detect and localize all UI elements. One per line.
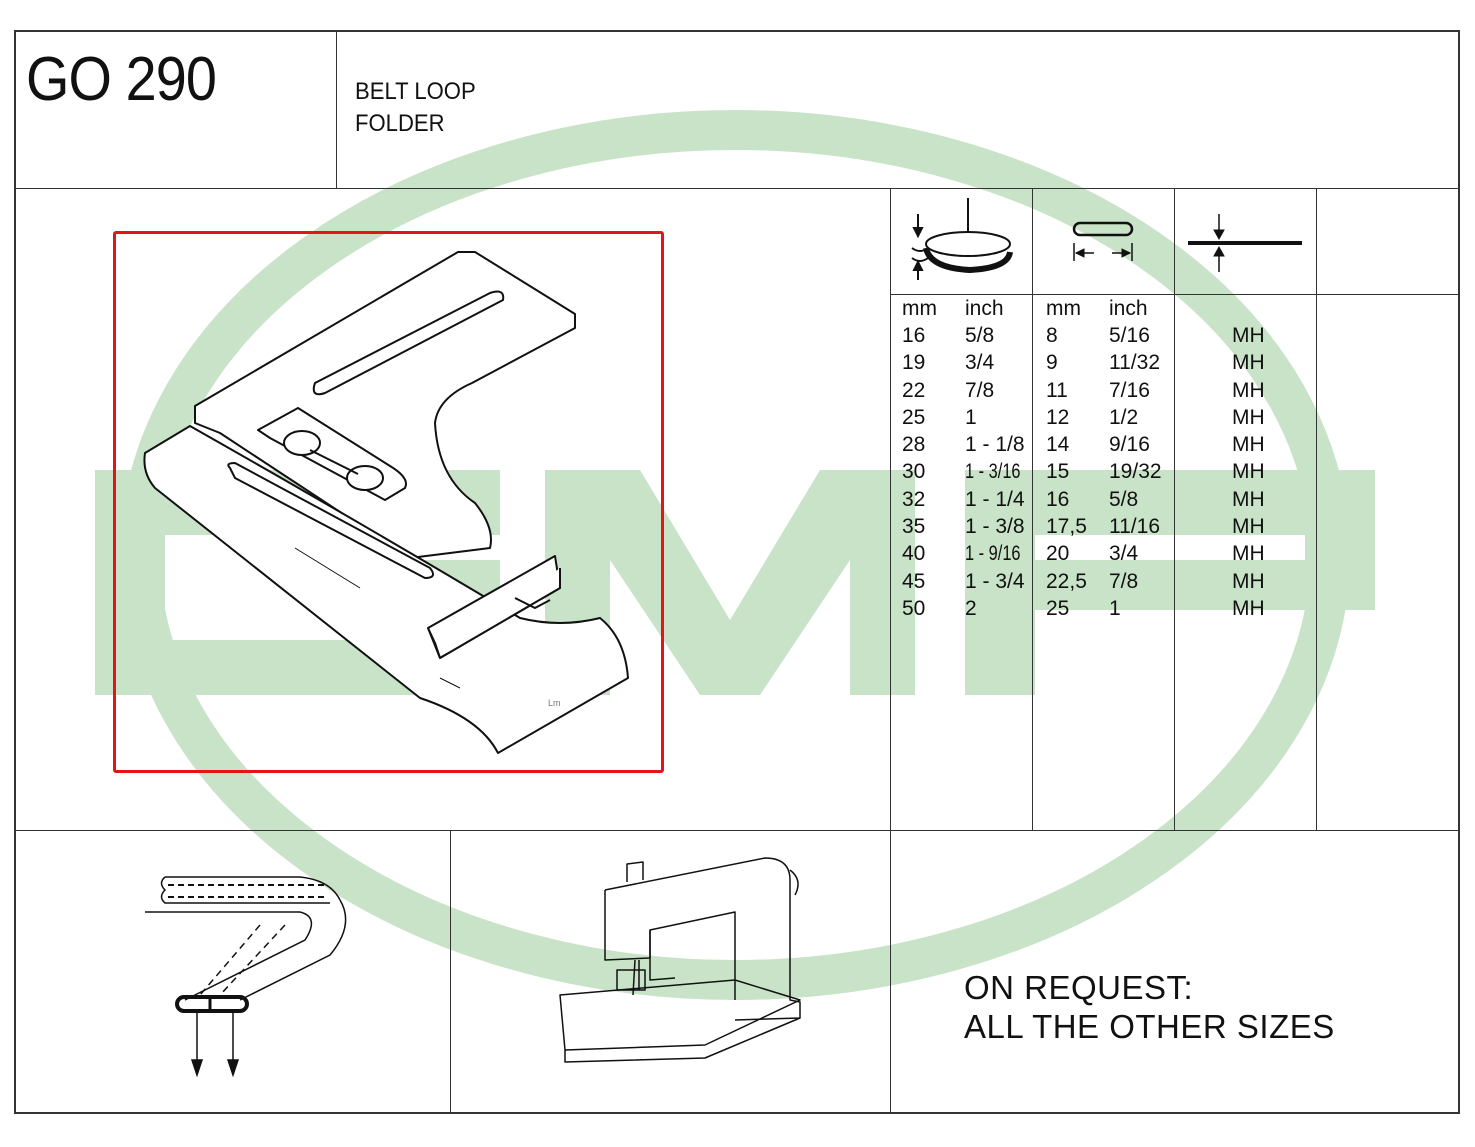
- table-cell: 9: [1046, 351, 1058, 375]
- table-cell: 5/8: [1109, 487, 1139, 511]
- table-cell: 5/16: [1109, 324, 1150, 347]
- sewing-machine-icon: [559, 857, 801, 1063]
- header-vdivider: [336, 30, 337, 188]
- table-cell: 28: [902, 433, 926, 457]
- header-divider: [14, 188, 1460, 189]
- table-cell: 7/8: [1109, 569, 1139, 593]
- table-cell: 25: [902, 405, 926, 429]
- table-cell: MH: [1232, 515, 1265, 539]
- table-cell: 22,5: [1046, 569, 1087, 593]
- selection-highlight: [113, 231, 664, 773]
- table-cell: 16: [902, 324, 926, 347]
- product-description: BELT LOOP FOLDER: [355, 76, 476, 140]
- table-cell: 1 - 3/4: [965, 569, 1025, 593]
- material-thickness-icon: [1188, 214, 1302, 272]
- table-cell: MH: [1232, 324, 1265, 347]
- table-cell: 7/8: [965, 378, 995, 402]
- table-cell: MH: [1232, 351, 1265, 375]
- table-cell: 17,5: [1046, 515, 1087, 539]
- table-cell: 50: [902, 596, 926, 620]
- table-cell: 16: [1046, 487, 1070, 511]
- table-cell: MH: [1232, 542, 1265, 566]
- table-cell: 1/2: [1109, 405, 1139, 429]
- table-header-divider: [890, 294, 1460, 295]
- header-mm-1: mm: [902, 297, 937, 320]
- spec-sheet-frame: [14, 30, 1460, 1114]
- table-cell: 7/16: [1109, 378, 1150, 402]
- description-line-2: FOLDER: [355, 110, 445, 137]
- table-cell: 22: [902, 378, 926, 402]
- header-mm-2: mm: [1046, 297, 1081, 320]
- col-inch-2: inch 5/16 11/32 7/16 1/2 9/16 19/32 5/8 …: [1109, 296, 1162, 622]
- table-cell: 8: [1046, 324, 1058, 347]
- table-cell: 19: [902, 351, 926, 375]
- col-mm-1: mm 16 19 22 25 28 30 32 35 40 45 50: [902, 296, 937, 622]
- table-cell: 25: [1046, 596, 1070, 620]
- table-cell: 1 - 9/16: [965, 542, 1021, 566]
- table-cell: 3/4: [965, 351, 995, 375]
- table-cell: 1: [965, 405, 977, 429]
- belt-loop-diagram: [145, 876, 347, 1078]
- table-cell: 15: [1046, 460, 1070, 484]
- table-cell: 14: [1046, 433, 1070, 457]
- product-code: GO 290: [26, 45, 217, 114]
- table-left-border: [890, 188, 891, 1114]
- table-cell: MH: [1232, 433, 1265, 457]
- finished-width-icon: [1072, 221, 1134, 261]
- table-col-divider-3: [1316, 188, 1317, 830]
- body-divider: [14, 830, 1460, 831]
- on-request-note: ON REQUEST: ALL THE OTHER SIZES: [964, 968, 1335, 1046]
- table-cell: MH: [1232, 596, 1265, 620]
- col-inch-1: inch 5/8 3/4 7/8 1 1 - 1/8 1 - 3/16 1 - …: [965, 296, 1036, 622]
- col-mm-2: mm 8 9 11 12 14 15 16 17,5 20 22,5 25: [1046, 296, 1087, 622]
- header-inch-2: inch: [1109, 297, 1148, 320]
- table-cell: 1 - 1/4: [965, 487, 1025, 511]
- table-cell: 12: [1046, 405, 1070, 429]
- table-cell: 2: [965, 596, 977, 620]
- svg-text:Lm: Lm: [548, 698, 561, 708]
- table-cell: 3/4: [1109, 542, 1139, 566]
- table-col-divider-1: [1032, 188, 1033, 830]
- table-cell: 45: [902, 569, 926, 593]
- table-cell: 30: [902, 460, 926, 484]
- table-cell: 1: [1109, 596, 1121, 620]
- table-cell: 9/16: [1109, 433, 1150, 457]
- table-cell: MH: [1232, 569, 1265, 593]
- header-inch-1: inch: [965, 297, 1004, 320]
- table-cell: 35: [902, 515, 926, 539]
- table-cell: 19/32: [1109, 460, 1162, 484]
- table-cell: MH: [1232, 460, 1265, 484]
- table-cell: 1 - 1/8: [965, 433, 1025, 457]
- table-cell: 11/32: [1109, 351, 1160, 375]
- table-cell: MH: [1232, 378, 1265, 402]
- table-cell: 1 - 3/16: [965, 460, 1021, 484]
- table-cell: 11: [1046, 378, 1068, 402]
- table-cell: 5/8: [965, 324, 995, 347]
- table-cell: 32: [902, 487, 926, 511]
- belt-loop-folder-drawing: Lm: [143, 251, 629, 754]
- note-line-2: ALL THE OTHER SIZES: [964, 1008, 1335, 1045]
- table-cell: 20: [1046, 542, 1070, 566]
- footer-divider: [450, 830, 451, 1114]
- col-type: MH MH MH MH MH MH MH MH MH MH MH: [1232, 296, 1265, 622]
- description-line-1: BELT LOOP: [355, 78, 476, 105]
- fabric-thickness-icon: [911, 198, 1013, 280]
- table-cell: MH: [1232, 405, 1265, 429]
- table-cell: 40: [902, 542, 926, 566]
- note-line-1: ON REQUEST:: [964, 969, 1194, 1006]
- table-cell: 1 - 3/8: [965, 515, 1025, 539]
- table-cell: 11/16: [1109, 515, 1160, 539]
- table-col-divider-2: [1174, 188, 1175, 830]
- table-cell: MH: [1232, 487, 1265, 511]
